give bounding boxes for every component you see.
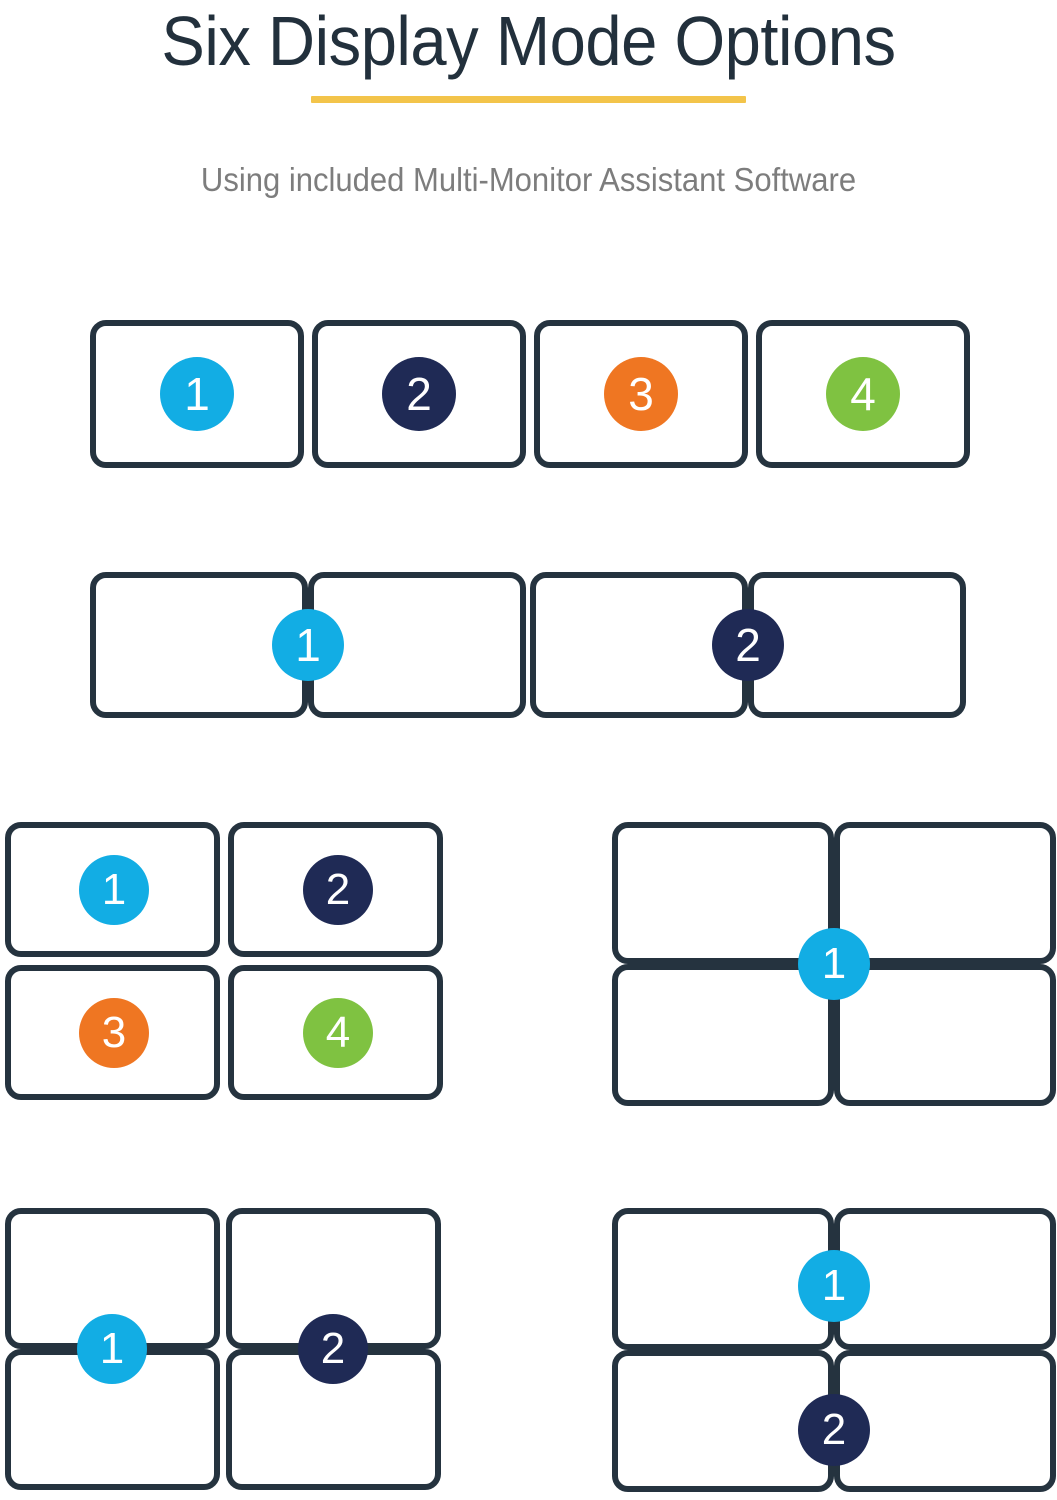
monitor-panel[interactable]	[612, 822, 834, 964]
monitor-badge-2: 2	[798, 1394, 870, 1466]
monitor-badge-1: 1	[79, 855, 149, 925]
monitor-panel[interactable]	[834, 1350, 1056, 1492]
page-subtitle: Using included Multi-Monitor Assistant S…	[200, 161, 857, 198]
monitor-panel[interactable]	[308, 572, 526, 718]
monitor-badge-1: 1	[798, 928, 870, 1000]
display-mode-grid-span-cols: 1 2	[5, 1208, 445, 1490]
title-underline-accent	[311, 96, 746, 103]
monitor-badge-3: 3	[604, 357, 678, 431]
monitor-panel[interactable]	[748, 572, 966, 718]
monitor-panel[interactable]	[90, 572, 308, 718]
monitor-badge-1: 1	[77, 1314, 147, 1384]
monitor-panel[interactable]	[834, 964, 1056, 1106]
monitor-panel[interactable]	[612, 1350, 834, 1492]
display-mode-grid-span-one: 1	[612, 822, 1056, 1106]
page-title: Six Display Mode Options	[161, 2, 896, 80]
monitor-panel[interactable]	[530, 572, 748, 718]
monitor-badge-1: 1	[160, 357, 234, 431]
monitor-panel[interactable]	[612, 964, 834, 1106]
monitor-badge-1: 1	[272, 609, 344, 681]
monitor-panel[interactable]	[834, 822, 1056, 964]
display-mode-span-pairs: 1 2	[90, 572, 976, 718]
monitor-badge-2: 2	[298, 1314, 368, 1384]
monitor-badge-2: 2	[303, 855, 373, 925]
header: Six Display Mode Options Using included …	[0, 0, 1057, 200]
display-mode-grid-span-rows: 1 2	[612, 1208, 1056, 1492]
monitor-badge-2: 2	[712, 609, 784, 681]
monitor-panel[interactable]	[228, 822, 443, 957]
monitor-panel[interactable]	[90, 320, 304, 468]
monitor-badge-4: 4	[826, 357, 900, 431]
monitor-badge-4: 4	[303, 998, 373, 1068]
monitor-badge-1: 1	[798, 1250, 870, 1322]
display-mode-extend-four: 1 2 3 4	[90, 320, 970, 468]
monitor-badge-2: 2	[382, 357, 456, 431]
monitor-panel[interactable]	[612, 1208, 834, 1350]
monitor-badge-3: 3	[79, 998, 149, 1068]
display-mode-grid-four: 1 2 3 4	[5, 822, 445, 1100]
